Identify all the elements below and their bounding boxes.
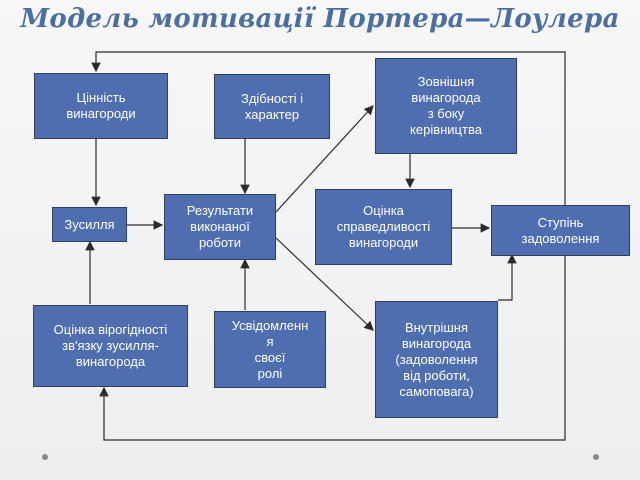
external-reward-box: Зовнішня винагорода з боку керівництва bbox=[375, 58, 517, 154]
page-title: Модель мотивації Портера—Лоулера bbox=[20, 4, 620, 34]
slide-dot-left bbox=[42, 454, 48, 460]
arrow-internal-to-satisfaction bbox=[498, 253, 517, 301]
effort-box: Зусилля bbox=[52, 207, 127, 242]
feedback-loop-to-probability bbox=[99, 256, 566, 441]
probability-box: Оцінка вірогідності зв'язку зусилля- вин… bbox=[33, 305, 188, 387]
results-box: Результати виконаної роботи bbox=[164, 194, 276, 260]
satisfaction-box: Ступінь задоволення bbox=[491, 205, 630, 256]
abilities-box: Здібності і характер bbox=[214, 74, 330, 139]
feedback-loop-to-value bbox=[91, 51, 566, 205]
value-of-reward-box: Цінність винагороди bbox=[34, 73, 168, 139]
internal-reward-box: Внутрішня винагорода (задоволення від ро… bbox=[375, 301, 498, 418]
role-awareness-box: Усвідомленн я своєї ролі bbox=[214, 311, 326, 388]
arrow-results-to-internal bbox=[275, 237, 374, 331]
fairness-box: Оцінка справедливості винагороди bbox=[315, 189, 452, 265]
arrow-results-to-external bbox=[275, 105, 374, 213]
slide-dot-right bbox=[593, 454, 599, 460]
